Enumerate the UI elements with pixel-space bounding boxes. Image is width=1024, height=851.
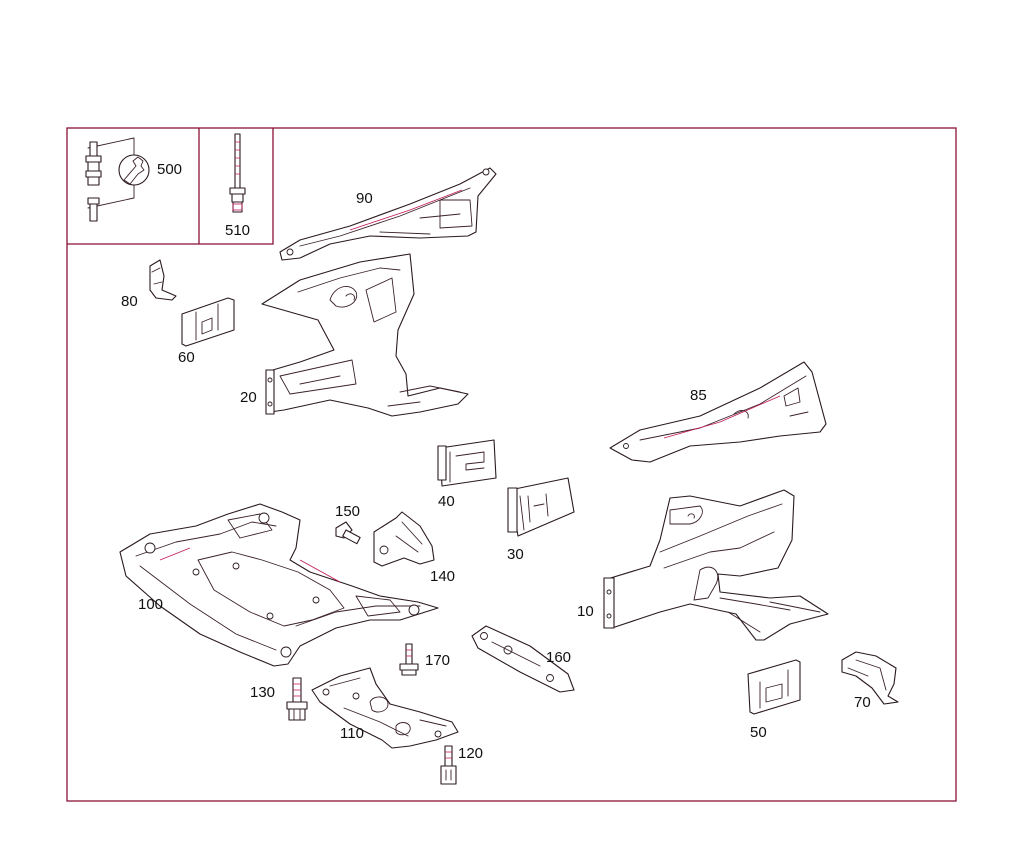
callout-140: 140	[430, 568, 455, 585]
part-20-left-front-structure[interactable]	[261, 253, 469, 417]
callout-70: 70	[854, 694, 871, 711]
callout-170: 170	[425, 652, 450, 669]
callout-100: 100	[138, 596, 163, 613]
part-80-bracket[interactable]	[149, 259, 177, 301]
part-120-bolt[interactable]	[440, 745, 457, 785]
callout-50: 50	[750, 724, 767, 741]
callout-40: 40	[438, 493, 455, 510]
part-510-long-bolt[interactable]	[229, 133, 246, 213]
callout-85: 85	[690, 387, 707, 404]
part-30-bracket[interactable]	[507, 477, 575, 537]
part-500-fastener-set[interactable]	[85, 137, 150, 222]
callout-150: 150	[335, 503, 360, 520]
part-50-panel[interactable]	[747, 659, 801, 715]
part-150-bolt[interactable]	[335, 521, 361, 545]
wrench-icon	[118, 154, 150, 186]
callout-20: 20	[240, 389, 257, 406]
callout-60: 60	[178, 349, 195, 366]
callout-30: 30	[507, 546, 524, 563]
part-160-strip[interactable]	[471, 625, 575, 693]
inset-box-frame	[67, 128, 274, 245]
part-170-bolt[interactable]	[399, 643, 419, 676]
callout-510: 510	[225, 222, 250, 239]
part-40-bracket[interactable]	[437, 439, 497, 487]
callout-500: 500	[157, 161, 182, 178]
callout-120: 120	[458, 745, 483, 762]
part-100-subframe[interactable]	[119, 503, 439, 667]
part-60-panel[interactable]	[181, 297, 235, 347]
part-110-lower-plate[interactable]	[311, 667, 459, 749]
part-130-bolt[interactable]	[286, 677, 308, 721]
callout-110: 110	[340, 725, 364, 742]
part-140-bracket[interactable]	[373, 511, 435, 567]
callout-10: 10	[577, 603, 594, 620]
callout-160: 160	[546, 649, 571, 666]
part-10-right-front-structure[interactable]	[603, 489, 829, 641]
part-70-bracket[interactable]	[841, 651, 899, 705]
callout-80: 80	[121, 293, 138, 310]
callout-130: 130	[250, 684, 275, 701]
diagram-frame	[66, 127, 957, 802]
part-85-right-upper-rail[interactable]	[609, 361, 827, 463]
callout-90: 90	[356, 190, 373, 207]
part-90-upper-rail[interactable]	[279, 167, 497, 261]
